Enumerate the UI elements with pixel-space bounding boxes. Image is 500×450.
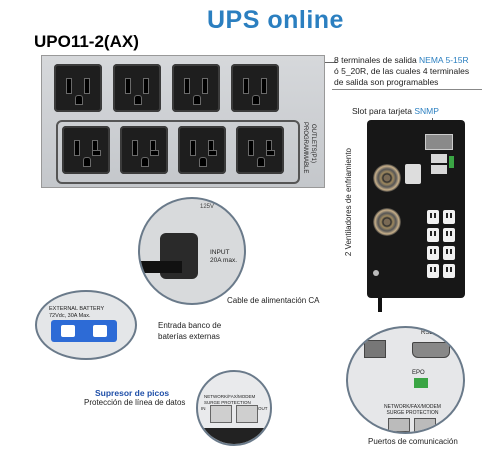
rear-outlet-2: [443, 210, 455, 224]
outlet-note-highlight: NEMA 5-15R: [419, 55, 469, 65]
power-cord: [378, 298, 382, 312]
surge-label-line1: NETWORK/FAX/MODEM: [204, 394, 256, 399]
battery-caption: Entrada banco de baterías externas: [158, 320, 221, 342]
ports-detail: USB RS232 EPO NETWORK/FAX/MODEM SURGE PR…: [346, 326, 465, 434]
surge-panel-edge: [198, 428, 270, 444]
snmp-note-text: Slot para tarjeta: [352, 106, 415, 116]
network-port-2: [431, 165, 447, 174]
ground-screw: [373, 270, 379, 276]
outlet-7: [178, 126, 226, 174]
battery-caption-line2: baterías externas: [158, 332, 220, 341]
ports-caption: Puertos de comunicación: [368, 437, 458, 446]
surge-out-label: OUT: [258, 406, 268, 411]
ports-network-label-line2: SURGE PROTECTION: [386, 410, 439, 416]
divider: [332, 89, 482, 90]
outlet-note-connector: [325, 62, 337, 63]
rear-outlet-7: [427, 264, 439, 278]
surge-label: NETWORK/FAX/MODEM SURGE PROTECTION: [204, 394, 255, 406]
rear-outlet-8: [443, 264, 455, 278]
programmable-label-line1: PROGRAMMABLE: [302, 122, 308, 174]
model-name: UPO11-2(AX): [34, 32, 139, 51]
ports-network-label: NETWORK/FAX/MODEM SURGE PROTECTION: [384, 404, 441, 416]
surge-in-port: [210, 405, 232, 423]
fan-2-icon: [373, 208, 401, 236]
outlet-3: [172, 64, 220, 112]
input-cable-detail: 125V INPUT 20A max.: [138, 197, 246, 305]
input-cable-caption: Cable de alimentación CA: [227, 296, 320, 305]
battery-caption-line1: Entrada banco de: [158, 321, 222, 330]
ports-network-port-2: [414, 418, 436, 432]
outlet-6: [120, 126, 168, 174]
surge-out-port: [236, 405, 258, 423]
surge-detail: NETWORK/FAX/MODEM SURGE PROTECTION IN OU…: [196, 370, 272, 446]
epo-label: EPO: [412, 370, 425, 376]
rs232-port: [412, 342, 450, 358]
surge-label-line2: SURGE PROTECTION: [204, 400, 251, 405]
snmp-note-highlight: SNMP: [414, 106, 439, 116]
surge-in-label: IN: [201, 406, 206, 411]
network-port: [431, 154, 447, 163]
input-rating-line2: 20A max.: [210, 257, 238, 264]
page-title: UPS online: [207, 6, 344, 34]
programmable-label: PROGRAMMABLE OUTLETS(P1): [301, 122, 319, 182]
outlet-panel: PROGRAMMABLE OUTLETS(P1): [41, 55, 325, 188]
rear-outlet-6: [443, 246, 455, 260]
programmable-outlet-group: [56, 120, 300, 184]
input-top-label: 125V: [200, 204, 215, 210]
fans-note-text: 2 Ventiladores de enfriamiento: [344, 148, 353, 257]
epo-port: [414, 378, 428, 388]
epo-connector: [449, 156, 454, 168]
battery-label: EXTERNAL BATTERY 72Vdc, 30A Max.: [49, 306, 104, 320]
ups-rear-panel: [367, 120, 465, 298]
snmp-slot: [425, 134, 453, 150]
usb-port: [364, 340, 386, 358]
rear-outlet-5: [427, 246, 439, 260]
outlet-2: [113, 64, 161, 112]
fan-1-icon: [373, 164, 401, 192]
snmp-note: Slot para tarjeta SNMP: [352, 106, 439, 117]
ports-network-port-1: [388, 418, 410, 432]
battery-connector: [51, 320, 117, 342]
ports-network-label-line1: NETWORK/FAX/MODEM: [384, 404, 441, 410]
usb-label: USB: [368, 330, 381, 336]
surge-title: Supresor de picos: [95, 388, 170, 398]
battery-detail: EXTERNAL BATTERY 72Vdc, 30A Max.: [35, 290, 137, 360]
outlet-note: 8 terminales de salida NEMA 5-15R ó 5_20…: [334, 55, 494, 88]
input-socket: [405, 164, 421, 184]
outlet-note-line2: ó 5_20R, de las cuales 4 terminales: [334, 66, 470, 76]
battery-terminal-1: [61, 325, 75, 337]
input-rating-line1: INPUT: [210, 249, 230, 256]
input-rating: INPUT 20A max.: [210, 249, 237, 265]
input-cord: [140, 261, 182, 273]
battery-label-line2: 72Vdc, 30A Max.: [49, 313, 91, 319]
battery-label-line1: EXTERNAL BATTERY: [49, 306, 105, 312]
rear-outlet-1: [427, 210, 439, 224]
surge-subtitle: Protección de línea de datos: [84, 398, 186, 407]
battery-terminal-2: [93, 325, 107, 337]
rear-outlet-3: [427, 228, 439, 242]
outlet-note-line1: 8 terminales de salida: [334, 55, 420, 65]
fans-note: 2 Ventiladores de enfriamiento: [344, 148, 353, 298]
outlet-8: [236, 126, 284, 174]
programmable-label-line2: OUTLETS(P1): [310, 124, 316, 164]
outlet-4: [231, 64, 279, 112]
outlet-5: [62, 126, 110, 174]
rs232-label: RS232: [421, 330, 440, 336]
rear-outlet-4: [443, 228, 455, 242]
outlet-1: [54, 64, 102, 112]
outlet-note-line3: de salida son programables: [334, 77, 439, 87]
